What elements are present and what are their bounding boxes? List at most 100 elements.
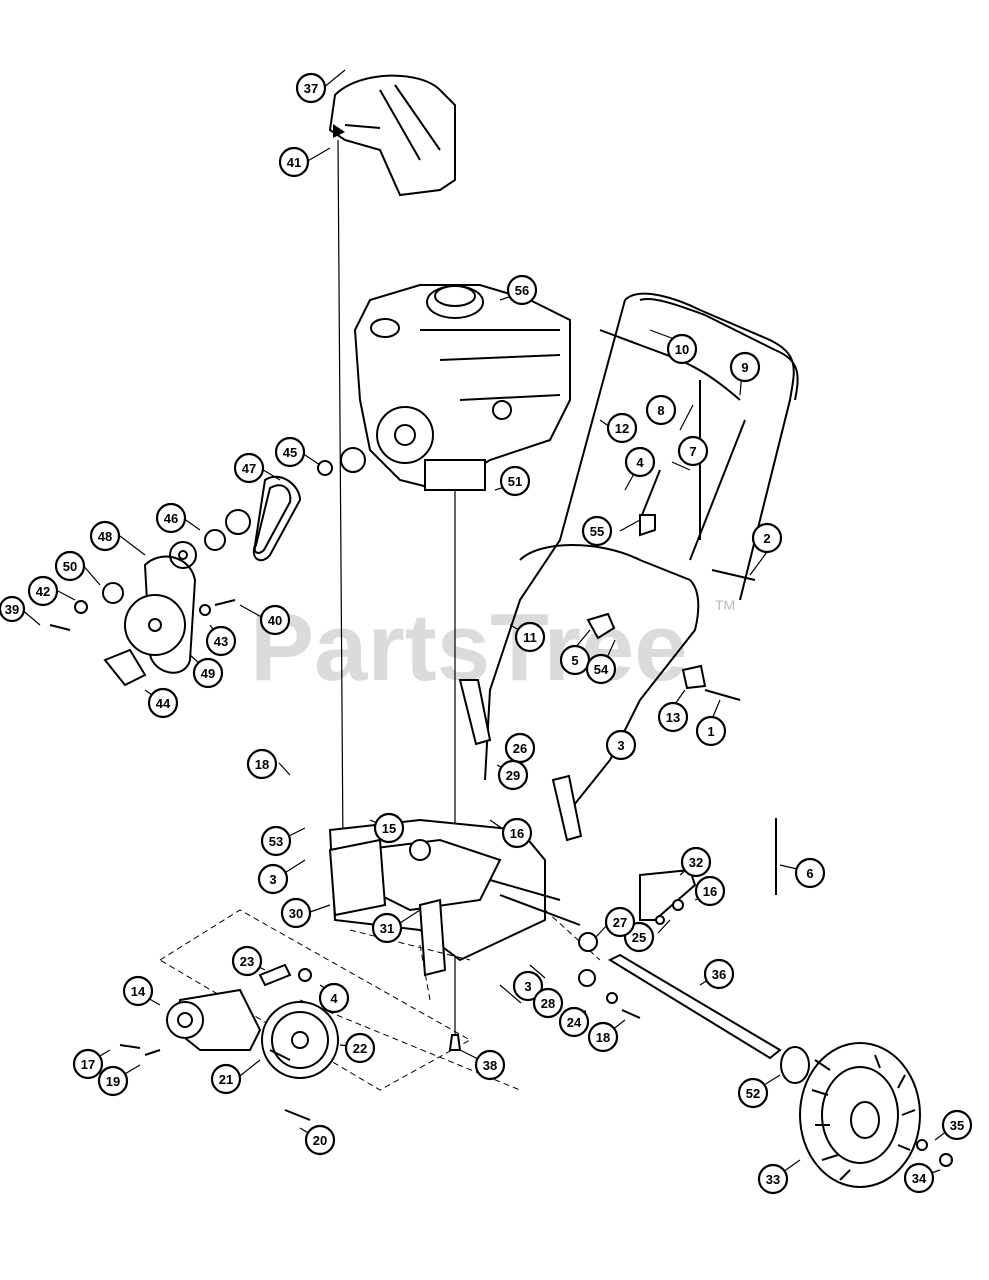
callout-40: 40 — [259, 604, 291, 636]
callout-32: 32 — [680, 846, 712, 878]
svg-text:14: 14 — [131, 984, 146, 999]
callout-31: 31 — [371, 912, 403, 944]
pulleys-and-belts — [49, 447, 366, 687]
callout-17: 17 — [72, 1048, 104, 1080]
callout-16a: 16 — [501, 817, 533, 849]
svg-text:3: 3 — [269, 872, 276, 887]
svg-text:40: 40 — [268, 613, 282, 628]
svg-text:45: 45 — [283, 445, 297, 460]
belt-cover — [328, 74, 456, 197]
svg-text:48: 48 — [98, 529, 112, 544]
callout-18b: 18 — [587, 1021, 619, 1053]
svg-text:39: 39 — [5, 602, 19, 617]
svg-text:8: 8 — [657, 403, 664, 418]
svg-text:4: 4 — [636, 455, 644, 470]
svg-text:18: 18 — [255, 757, 269, 772]
callout-10: 10 — [666, 333, 698, 365]
svg-text:35: 35 — [950, 1118, 964, 1133]
svg-text:21: 21 — [219, 1072, 233, 1087]
svg-text:36: 36 — [712, 967, 726, 982]
callout-12: 12 — [606, 412, 638, 444]
callout-49: 49 — [192, 657, 224, 689]
callout-35: 35 — [941, 1109, 973, 1141]
svg-text:3: 3 — [524, 979, 531, 994]
svg-text:15: 15 — [382, 821, 396, 836]
callout-52: 52 — [737, 1077, 769, 1109]
svg-text:42: 42 — [36, 584, 50, 599]
callout-30: 30 — [280, 897, 312, 929]
svg-text:33: 33 — [766, 1172, 780, 1187]
callout-38: 38 — [474, 1049, 506, 1081]
callout-2: 2 — [751, 522, 783, 554]
callout-14: 14 — [122, 975, 154, 1007]
svg-text:32: 32 — [689, 855, 703, 870]
callout-7: 7 — [677, 435, 709, 467]
callout-16b: 16 — [694, 875, 726, 907]
svg-text:55: 55 — [590, 524, 604, 539]
svg-text:4: 4 — [330, 991, 338, 1006]
svg-text:11: 11 — [523, 630, 537, 645]
svg-text:7: 7 — [689, 444, 696, 459]
svg-text:47: 47 — [242, 461, 256, 476]
callout-23: 23 — [231, 945, 263, 977]
svg-text:25: 25 — [632, 930, 646, 945]
svg-text:44: 44 — [156, 696, 171, 711]
svg-text:43: 43 — [214, 634, 228, 649]
callout-45: 45 — [274, 436, 306, 468]
svg-text:53: 53 — [269, 834, 283, 849]
svg-text:3: 3 — [617, 738, 624, 753]
svg-text:41: 41 — [287, 155, 301, 170]
callout-48: 48 — [89, 520, 121, 552]
callout-4b: 4 — [318, 982, 350, 1014]
svg-text:20: 20 — [313, 1133, 327, 1148]
svg-text:19: 19 — [106, 1074, 120, 1089]
watermark-trademark: TM — [715, 597, 735, 613]
callout-53: 53 — [260, 825, 292, 857]
callout-11: 11 — [514, 621, 546, 653]
svg-text:22: 22 — [353, 1041, 367, 1056]
svg-text:31: 31 — [380, 921, 394, 936]
callout-1: 1 — [695, 715, 727, 747]
callout-37: 37 — [295, 72, 327, 104]
callout-33: 33 — [757, 1163, 789, 1195]
callout-8: 8 — [645, 394, 677, 426]
svg-text:1: 1 — [707, 724, 714, 739]
drive-components — [119, 909, 521, 1121]
callout-3c: 3 — [512, 970, 544, 1002]
callout-5: 5 — [559, 644, 591, 676]
svg-text:18: 18 — [596, 1030, 610, 1045]
callout-18a: 18 — [246, 748, 278, 780]
callout-54: 54 — [585, 653, 617, 685]
callout-28: 28 — [532, 987, 564, 1019]
callout-24: 24 — [558, 1006, 590, 1038]
svg-text:50: 50 — [63, 559, 77, 574]
svg-text:17: 17 — [81, 1057, 95, 1072]
callout-29: 29 — [497, 759, 529, 791]
callout-41: 41 — [278, 146, 310, 178]
svg-text:27: 27 — [613, 915, 627, 930]
callout-50: 50 — [54, 550, 86, 582]
callout-34: 34 — [903, 1162, 935, 1194]
callout-42: 42 — [27, 575, 59, 607]
svg-text:54: 54 — [594, 662, 609, 677]
callout-4a: 4 — [624, 446, 656, 478]
svg-text:37: 37 — [304, 81, 318, 96]
handle-assembly — [458, 292, 799, 895]
svg-text:51: 51 — [508, 474, 522, 489]
svg-text:16: 16 — [510, 826, 524, 841]
svg-text:46: 46 — [164, 511, 178, 526]
callout-39: 39 — [0, 595, 26, 623]
svg-text:56: 56 — [515, 283, 529, 298]
svg-text:28: 28 — [541, 996, 555, 1011]
callout-47: 47 — [233, 452, 265, 484]
svg-text:29: 29 — [506, 768, 520, 783]
svg-text:26: 26 — [513, 741, 527, 756]
callout-46: 46 — [155, 502, 187, 534]
callout-43: 43 — [205, 625, 237, 657]
callout-22: 22 — [344, 1032, 376, 1064]
svg-text:6: 6 — [806, 866, 813, 881]
callout-21: 21 — [210, 1063, 242, 1095]
svg-text:12: 12 — [615, 421, 629, 436]
callout-9: 9 — [729, 351, 761, 383]
